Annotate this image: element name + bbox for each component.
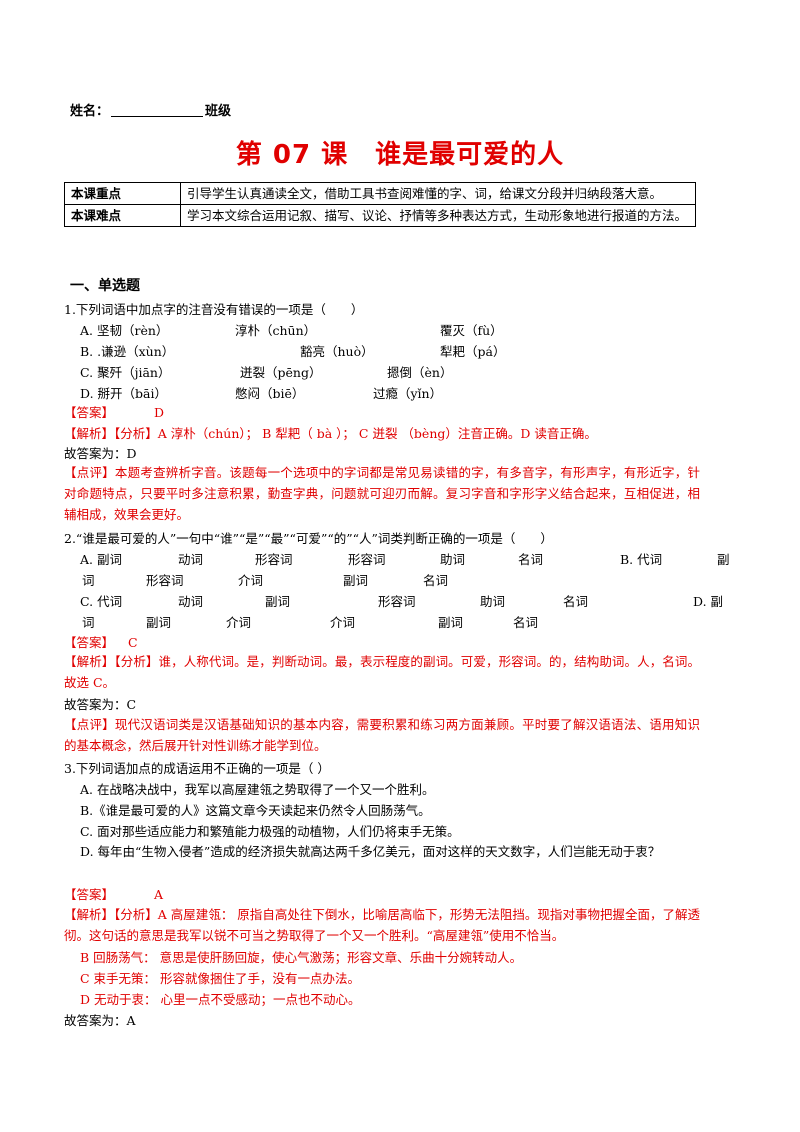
section-title: 一、单选题	[70, 278, 140, 294]
answer-label: 【答案】	[64, 635, 115, 650]
q2-r1-c6: 名词	[518, 552, 544, 567]
q2-r3-c6: 名词	[563, 594, 589, 609]
q3-note-b: B 回肠荡气： 意思是使肝肠回旋，使心气激荡；形容文章、乐曲十分婉转动人。	[80, 950, 523, 965]
student-name-line: 姓名： 班级	[70, 100, 231, 119]
answer-value: D	[154, 405, 165, 420]
q2-r1-c4: 形容词	[348, 552, 386, 567]
q2-r3-c4: 形容词	[378, 594, 416, 609]
lesson-title: 第 07 课 谁是最可爱的人	[235, 140, 565, 170]
q3-stem: 3.下列词语加点的成语运用不正确的一项是（ ）	[64, 761, 330, 776]
q2-r2-c3: 介词	[238, 573, 264, 588]
q1-conclusion: 故答案为：D	[64, 446, 137, 461]
q2-r2-c5: 名词	[423, 573, 449, 588]
table-row: 本课难点 学习本文综合运用记叙、描写、议论、抒情等多种表达方式，生动形象地进行报…	[64, 204, 696, 227]
q3-note-c: C 束手无策： 形容就像捆住了手，没有一点办法。	[80, 971, 361, 986]
table-row: 本课重点 引导学生认真通读全文，借助工具书查阅难懂的字、词，给课文分段并归纳段落…	[64, 182, 696, 205]
q3-opt-d: D. 每年由“生物入侵者”造成的经济损失就高达两千多亿美元，面对这样的天文数字，…	[80, 844, 661, 859]
q1-opt-a1: A. 坚韧（rèn）	[80, 323, 169, 338]
q2-r4-c4: 介词	[330, 615, 356, 630]
q3-note-d: D 无动于衷： 心里一点不受感动；一点也不动心。	[80, 992, 361, 1007]
q2-comment: 【点评】现代汉语词类是汉语基础知识的基本内容，需要积累和练习两方面兼顾。平时要了…	[64, 717, 700, 753]
q1-opt-c2: 迸裂（pēng）	[240, 365, 322, 380]
table-cell-text: 引导学生认真通读全文，借助工具书查阅难懂的字、词，给课文分段并归纳段落大意。	[180, 182, 696, 205]
q3-analysis: 【解析】【分析】A 高屋建瓴： 原指自高处往下倒水，比喻居高临下，形势无法阻挡。…	[64, 907, 700, 943]
q1-answer: 【答案】 D	[64, 402, 164, 421]
table-cell-label: 本课难点	[64, 204, 181, 227]
q2-r1-c3: 形容词	[255, 552, 293, 567]
q1-opt-b1: B. .谦逊（xùn）	[80, 344, 175, 359]
q2-answer: 【答案】 C	[64, 632, 138, 651]
q2-r1-c8: 副	[717, 552, 730, 567]
q2-r4-c6: 名词	[513, 615, 539, 630]
table-cell-text: 学习本文综合运用记叙、描写、议论、抒情等多种表达方式，生动形象地进行报道的方法。	[180, 204, 696, 227]
class-label: 班级	[205, 104, 232, 119]
q3-opt-b: B.《谁是最可爱的人》这篇文章今天读起来仍然令人回肠荡气。	[80, 803, 431, 818]
answer-value: C	[128, 635, 138, 650]
q3-opt-a: A. 在战略决战中，我军以高屋建瓴之势取得了一个又一个胜利。	[80, 782, 435, 797]
q3-opt-c: C. 面对那些适应能力和繁殖能力极强的动植物，人们仍将束手无策。	[80, 824, 460, 839]
answer-label: 【答案】	[64, 887, 115, 902]
name-label: 姓名：	[70, 104, 110, 119]
q3-conclusion: 故答案为：A	[64, 1013, 136, 1028]
q2-r2-c4: 副词	[343, 573, 369, 588]
q2-conclusion: 故答案为：C	[64, 697, 137, 712]
key-points-table: 本课重点 引导学生认真通读全文，借助工具书查阅难懂的字、词，给课文分段并归纳段落…	[64, 182, 696, 227]
table-cell-label: 本课重点	[64, 182, 181, 205]
q1-opt-a3: 覆灭（fù）	[440, 323, 503, 338]
q1-opt-d2: 憋闷（biē）	[235, 386, 305, 401]
q1-opt-d3: 过瘾（yǐn）	[373, 386, 443, 401]
answer-label: 【答案】	[64, 405, 115, 420]
q2-r3-c5: 助词	[480, 594, 506, 609]
q1-opt-b2: 豁亮（huò）	[300, 344, 374, 359]
q2-stem: 2.“谁是最可爱的人”一句中“谁”“是”“最”“可爱”“的”“人”词类判断正确的…	[64, 531, 553, 546]
name-blank[interactable]	[111, 104, 204, 117]
q2-r1-c7: B. 代词	[620, 552, 663, 567]
q2-r4-c5: 副词	[438, 615, 464, 630]
q2-r4-c3: 介词	[226, 615, 252, 630]
q2-r3-c3: 副词	[265, 594, 291, 609]
q1-stem: 1.下列词语中加点字的注音没有错误的一项是（ ）	[64, 302, 364, 317]
q2-r3-c7: D. 副	[693, 594, 724, 609]
q1-analysis: 【解析】【分析】A 淳朴（chún）； B 犁耙（ bà ）； C 迸裂 （bè…	[64, 426, 597, 441]
q2-r3-c2: 动词	[178, 594, 204, 609]
q1-opt-b3: 犁耙（pá）	[440, 344, 506, 359]
q1-opt-c3: 摁倒（èn）	[387, 365, 453, 380]
answer-value: A	[154, 887, 164, 902]
q2-r4-c1: 词	[82, 615, 95, 630]
q2-r4-c2: 副词	[146, 615, 172, 630]
q2-r3-c1: C. 代词	[80, 594, 123, 609]
q3-answer: 【答案】 A	[64, 884, 163, 903]
q1-opt-d1: D. 掰开（bāi）	[80, 386, 167, 401]
q2-r1-c5: 助词	[440, 552, 466, 567]
q2-r1-c1: A. 副词	[80, 552, 122, 567]
q1-opt-a2: 淳朴（chūn）	[235, 323, 317, 338]
q1-opt-c1: C. 聚歼（jiān）	[80, 365, 171, 380]
q2-r2-c2: 形容词	[146, 573, 184, 588]
q2-r2-c1: 词	[82, 573, 95, 588]
q1-comment: 【点评】本题考查辨析字音。该题每一个选项中的字词都是常见易读错的字，有多音字，有…	[64, 465, 700, 522]
q2-analysis: 【解析】【分析】谁，人称代词。是，判断动词。最，表示程度的副词。可爱，形容词。的…	[64, 654, 700, 690]
q2-r1-c2: 动词	[178, 552, 204, 567]
